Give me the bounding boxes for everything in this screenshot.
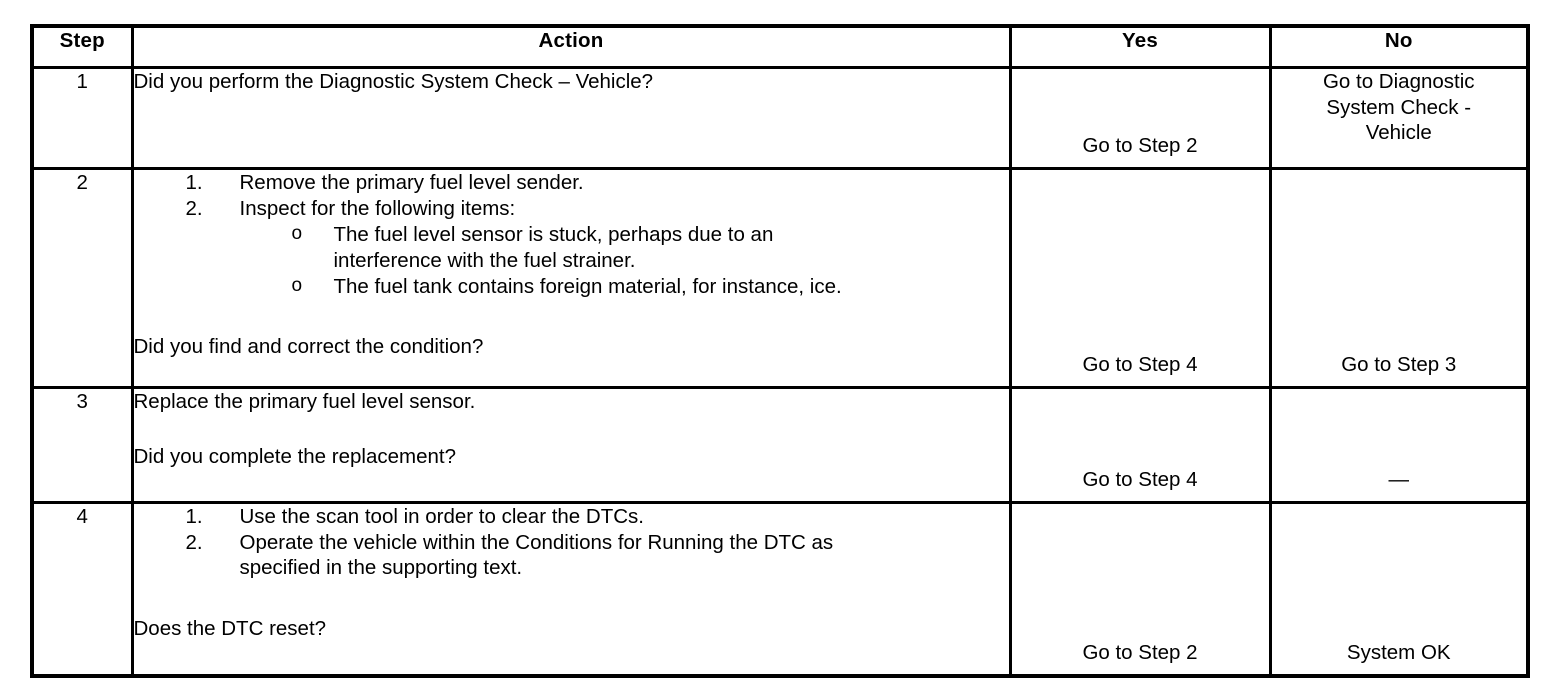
list-item-text-line-2: specified in the supporting text.	[239, 556, 523, 580]
list-item-number: 1.	[185, 171, 203, 194]
table-header: Step Action Yes No	[30, 24, 1530, 69]
action-content: Replace the primary fuel level sensor. D…	[134, 389, 1009, 501]
list-item-text: Inspect for the following items:	[239, 197, 516, 221]
action-question: Did you perform the Diagnostic System Ch…	[133, 70, 654, 93]
no-cell: Go to Step 3	[1268, 167, 1530, 389]
spacer	[134, 300, 1009, 334]
sub-list-item-text: The fuel tank contains foreign material,…	[334, 274, 1009, 299]
action-content: Did you perform the Diagnostic System Ch…	[134, 69, 1009, 167]
column-header-step: Step	[30, 24, 134, 69]
list-item: 2. Operate the vehicle within the Condit…	[134, 530, 1009, 580]
list-item-number: 2.	[185, 531, 203, 555]
yes-cell: Go to Step 4	[1008, 386, 1272, 504]
table-row: 4 1. Use the scan tool in order to clear…	[30, 501, 1530, 678]
list-item-number: 2.	[185, 197, 203, 221]
table-row: 1 Did you perform the Diagnostic System …	[30, 66, 1530, 170]
diagnostic-procedure-table: Step Action Yes No 1 Did you perform the…	[30, 24, 1530, 678]
action-statement: Replace the primary fuel level sensor.	[133, 390, 476, 413]
table-row: 3 Replace the primary fuel level sensor.…	[30, 386, 1530, 504]
sub-list-item-text: The fuel level sensor is stuck, perhaps …	[334, 222, 1009, 272]
list-item: 2. Inspect for the following items: o Th…	[134, 196, 1009, 299]
sub-text-line-2: interference with the fuel strainer.	[333, 248, 636, 272]
action-question: Did you complete the replacement?	[133, 445, 457, 469]
action-cell: Did you perform the Diagnostic System Ch…	[130, 66, 1012, 170]
step-number-cell: 2	[30, 167, 134, 389]
yes-cell: Go to Step 2	[1008, 501, 1272, 678]
action-cell: 1. Use the scan tool in order to clear t…	[130, 501, 1012, 678]
list-item-text: Use the scan tool in order to clear the …	[239, 505, 645, 528]
yes-answer-text: Go to Step 4	[1082, 468, 1198, 492]
sub-list-item: o The fuel tank contains foreign materia…	[240, 274, 1009, 299]
no-answer-line-2: System Check -	[1326, 95, 1472, 119]
step-number-cell: 3	[30, 386, 134, 504]
numbered-instruction-list: 1. Use the scan tool in order to clear t…	[134, 504, 1009, 581]
no-answer-line-1: Go to Diagnostic	[1322, 70, 1475, 93]
step-number-cell: 1	[30, 66, 134, 170]
spacer	[134, 582, 1009, 616]
yes-cell: Go to Step 2	[1008, 66, 1272, 170]
spacer	[134, 414, 1009, 444]
action-question: Does the DTC reset?	[133, 616, 327, 640]
no-cell: —	[1268, 386, 1530, 504]
column-header-action: Action	[130, 24, 1012, 69]
column-header-no: No	[1268, 24, 1530, 69]
no-cell: Go to Diagnostic System Check - Vehicle	[1268, 66, 1530, 170]
yes-answer-text: Go to Step 4	[1082, 353, 1198, 377]
diagnostic-table-container: Step Action Yes No 1 Did you perform the…	[30, 24, 1530, 678]
action-cell: 1. Remove the primary fuel level sender.…	[130, 167, 1012, 389]
sub-bullet-list: o The fuel level sensor is stuck, perhap…	[240, 222, 1009, 299]
action-question: Did you find and correct the condition?	[133, 335, 484, 359]
no-answer-line-3: Vehicle	[1365, 121, 1432, 145]
step-number-cell: 4	[30, 501, 134, 678]
sub-text-line-1: The fuel tank contains foreign material,…	[333, 274, 842, 298]
action-content: 1. Remove the primary fuel level sender.…	[134, 170, 1009, 386]
hollow-circle-bullet-icon: o	[291, 223, 303, 245]
hollow-circle-bullet-icon: o	[291, 274, 303, 296]
no-cell: System OK	[1268, 501, 1530, 678]
yes-cell: Go to Step 4	[1008, 167, 1272, 389]
list-item-text: Operate the vehicle within the Condition…	[239, 531, 834, 555]
list-item-number: 1.	[185, 505, 203, 528]
action-cell: Replace the primary fuel level sensor. D…	[130, 386, 1012, 504]
no-answer-text: System OK	[1346, 641, 1451, 665]
column-header-yes: Yes	[1008, 24, 1272, 69]
table-row: 2 1. Remove the primary fuel level sende…	[30, 167, 1530, 389]
table-body: 1 Did you perform the Diagnostic System …	[30, 66, 1530, 678]
header-row: Step Action Yes No	[30, 24, 1530, 69]
yes-answer-text: Go to Step 2	[1082, 641, 1198, 665]
sub-list-item: o The fuel level sensor is stuck, perhap…	[240, 222, 1009, 272]
numbered-instruction-list: 1. Remove the primary fuel level sender.…	[134, 170, 1009, 299]
yes-answer-text: Go to Step 2	[1082, 134, 1198, 158]
no-answer-text: Go to Diagnostic System Check - Vehicle	[1272, 69, 1527, 146]
no-answer-text: —	[1388, 468, 1410, 492]
no-answer-text: Go to Step 3	[1341, 353, 1457, 377]
sub-text-line-1: The fuel level sensor is stuck, perhaps …	[333, 223, 774, 247]
list-item: 1. Use the scan tool in order to clear t…	[134, 504, 1009, 529]
list-item: 1. Remove the primary fuel level sender.	[134, 170, 1009, 195]
list-item-text: Remove the primary fuel level sender.	[239, 171, 584, 194]
action-content: 1. Use the scan tool in order to clear t…	[134, 504, 1009, 674]
